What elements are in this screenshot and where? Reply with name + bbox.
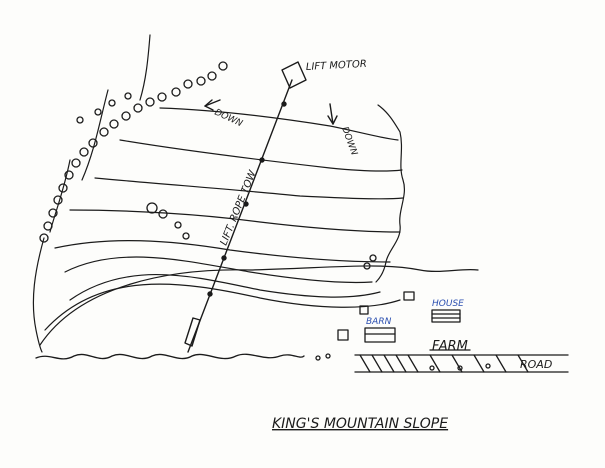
map-title: KING'S MOUNTAIN SLOPE	[272, 416, 448, 432]
down-arrows	[204, 99, 338, 125]
barn-label: BARN	[366, 317, 392, 327]
lift-motor-label: LIFT MOTOR	[306, 59, 367, 73]
down-label-right: DOWN	[339, 126, 359, 158]
right-hill-edge	[375, 104, 405, 283]
contour-lines	[39, 107, 479, 346]
lift-rope-tow-label: LIFT. ROPE TOW	[219, 168, 259, 247]
road-label: ROAD	[520, 358, 552, 371]
bottom-hedge	[35, 353, 305, 360]
down-label-left: DOWN	[213, 108, 244, 130]
farm-label: FARM	[432, 339, 468, 354]
farm-buildings	[337, 291, 461, 343]
house-label: HOUSE	[432, 299, 464, 309]
map-labels: LIFT MOTOR DOWN DOWN LIFT. ROPE TOW BARN…	[213, 59, 553, 432]
tree-line	[39, 61, 377, 361]
outer-hill-outline	[32, 237, 45, 353]
boundary-lines	[49, 34, 151, 233]
road	[354, 349, 569, 373]
lift-rope-tow-line	[184, 61, 307, 353]
